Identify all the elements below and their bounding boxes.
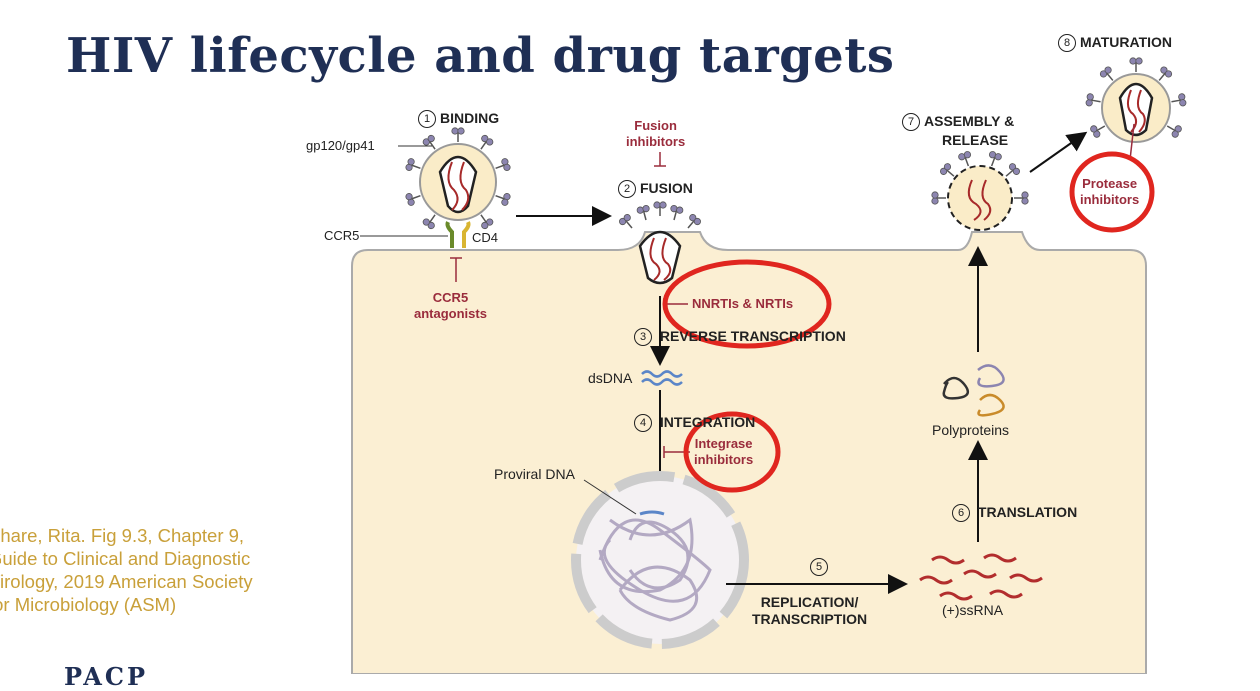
virion-maturation — [1084, 57, 1188, 143]
highlight-integrase — [683, 411, 781, 493]
page-title: HIV lifecycle and drug targets — [66, 28, 895, 84]
dsdna-icon — [641, 370, 683, 386]
highlight-protease — [1069, 151, 1155, 233]
nucleus — [571, 471, 749, 649]
polyproteins-label: Polyproteins — [932, 422, 1010, 438]
lifecycle-diagram — [351, 57, 1188, 674]
step-reverse-transcription: 3 REVERSE TRANSCRIPTION — [634, 328, 846, 347]
gp120-label: gp120/gp41 — [306, 138, 375, 153]
polyproteins-icon — [942, 364, 1005, 417]
proviral-label: Proviral DNA — [494, 466, 575, 482]
ssrna-label: (+)ssRNA — [942, 602, 1004, 618]
cd4-label: CD4 — [472, 230, 499, 245]
step-replication: REPLICATION/TRANSCRIPTION — [752, 594, 868, 627]
virion-assembly — [931, 149, 1029, 231]
nnrti-label: NNRTIs & NRTIs — [692, 296, 794, 311]
step-translation: 6 TRANSLATION — [952, 504, 1077, 523]
step-replication-num: 5 — [810, 558, 832, 577]
virion-binding — [404, 127, 512, 231]
ssrna-strands — [919, 553, 1043, 601]
ccr5-cd4-receptors — [445, 221, 471, 248]
logo: PACP — [64, 662, 149, 691]
citation: Khare, Rita. Fig 9.3, Chapter 9, Guide t… — [0, 525, 253, 615]
highlight-nnrti — [662, 259, 832, 349]
ccr5-label: CCR5 — [324, 228, 360, 243]
dsdna-label: dsDNA — [588, 370, 633, 386]
step-integration: 4 INTEGRATION — [634, 414, 755, 433]
virion-fusion — [638, 230, 682, 285]
